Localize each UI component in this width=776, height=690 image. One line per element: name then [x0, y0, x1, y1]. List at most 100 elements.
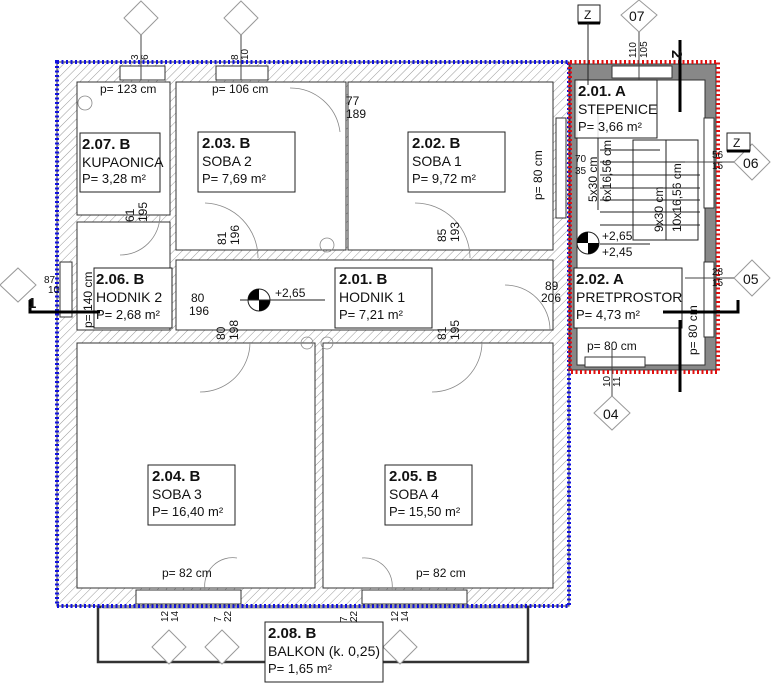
- door-swings: [77, 87, 551, 591]
- door-height-label: 195: [136, 202, 150, 222]
- door-height-label: 195: [448, 320, 462, 340]
- sill-dimension-label: 10: [48, 285, 60, 296]
- windows: [59, 65, 715, 605]
- door-width-label: 81: [215, 231, 229, 245]
- level-marker-icon: [576, 231, 650, 255]
- room-area: P= 4,73 m²: [576, 307, 641, 322]
- room-area: P= 2,68 m²: [96, 307, 161, 322]
- room-area: P= 3,66 m²: [578, 119, 643, 134]
- room-name: SOBA 3: [152, 486, 202, 502]
- door-height-label: 196: [228, 225, 242, 245]
- sill-dimension-label: 8: [230, 54, 241, 60]
- window-width-label: p= 80 cm: [686, 305, 700, 355]
- sill-dimension-label: 14: [400, 610, 411, 622]
- sill-dimension-label: 6: [140, 54, 151, 60]
- window-width-label: p= 82 cm: [162, 566, 212, 580]
- stair-label: 10x16,56 cm: [670, 163, 684, 232]
- tag-07: 07: [629, 8, 645, 24]
- sill-dimension-label: 12: [390, 610, 401, 622]
- section-lines: [28, 40, 740, 392]
- sill-dimension-label: 7: [213, 616, 224, 622]
- room-label-2-01-a: 2.01. A STEPENICE P= 3,66 m²: [574, 79, 658, 139]
- room-id: 2.06. B: [96, 271, 145, 288]
- stair-label: 5x30 cm: [586, 157, 600, 202]
- stair-label: 6x16,56 cm: [600, 140, 614, 202]
- sill-dimension-label: 7: [339, 616, 350, 622]
- door-width-label: 81: [435, 326, 449, 340]
- room-id: 2.02. A: [576, 271, 624, 288]
- zone-a-outline: [568, 60, 720, 374]
- sill-dimension-label: 15: [712, 278, 724, 289]
- window-width-label: p= 82 cm: [416, 566, 466, 580]
- door-width-label: 80: [214, 326, 228, 340]
- room-id: 2.03. B: [202, 135, 251, 152]
- door-width-label: 89: [545, 279, 559, 293]
- room-name: SOBA 4: [389, 486, 439, 502]
- room-area: P= 3,28 m²: [82, 171, 147, 186]
- room-id: 2.02. B: [412, 135, 461, 152]
- room-area: P= 1,65 m²: [268, 661, 333, 676]
- window-width-label: p= 106 cm: [212, 82, 268, 96]
- room-name: HODNIK 2: [96, 289, 162, 305]
- sill-dimension-label: 14: [170, 610, 181, 622]
- room-name: SOBA 2: [202, 153, 252, 169]
- sill-dimension-label: 22: [349, 610, 360, 622]
- sill-dimension-label: 10: [240, 48, 251, 60]
- section-1-label: 1: [28, 295, 36, 312]
- door-height-label: 193: [448, 222, 462, 242]
- door-height-label: 206: [541, 291, 561, 305]
- tag-05: 05: [743, 271, 759, 287]
- tag-04: 04: [603, 406, 619, 422]
- room-label-2-02-a: 2.02. A PRETPROSTOR P= 4,73 m²: [573, 267, 683, 329]
- sill-dimension-label: 56: [712, 150, 724, 161]
- room-label-2-05-b: 2.05. B SOBA 4 P= 15,50 m²: [384, 464, 473, 526]
- tag-06: 06: [743, 155, 759, 171]
- room-area: P= 16,40 m²: [152, 504, 224, 519]
- room-id: 2.07. B: [82, 136, 131, 153]
- room-id: 2.01. A: [578, 83, 626, 100]
- room-name: BALKON (k. 0,25): [268, 643, 380, 659]
- level-label: +2,65: [275, 286, 306, 300]
- room-name: PRETPROSTOR: [576, 289, 682, 305]
- stair-dimension-label: 70: [575, 154, 587, 165]
- z-label: Z: [584, 8, 591, 22]
- room-id: 2.01. B: [339, 271, 388, 288]
- sill-dimension-label: 15: [712, 161, 724, 172]
- room-label-2-04-b: 2.04. B SOBA 3 P= 16,40 m²: [147, 464, 236, 526]
- sill-dimension-label: 87: [44, 275, 56, 286]
- sill-dimension-label: 22: [223, 610, 234, 622]
- sill-dimension-label: 3: [130, 54, 141, 60]
- section-2-label: 2: [668, 50, 685, 58]
- room-label-2-08-b: 2.08. B BALKON (k. 0,25) P= 1,65 m²: [264, 621, 384, 683]
- room-id: 2.04. B: [152, 468, 201, 485]
- window-width-label: p= 123 cm: [100, 82, 156, 96]
- level-label: +2,65: [602, 229, 633, 243]
- door-height-label: 198: [227, 320, 241, 340]
- door-width-label: 61: [123, 208, 137, 222]
- door-width-label: 85: [435, 228, 449, 242]
- z-label: Z: [733, 136, 740, 150]
- sill-dimension-label: 11: [612, 376, 623, 387]
- sill-dimension-label: 12: [160, 610, 171, 622]
- room-name: KUPAONICA: [82, 154, 164, 170]
- stair-label: 9x30 cm: [652, 187, 666, 232]
- sill-dimension-label: 10: [602, 375, 613, 387]
- level-marker-icon: [240, 288, 325, 312]
- room-id: 2.05. B: [389, 468, 438, 485]
- room-label-2-03-b: 2.03. B SOBA 2 P= 7,69 m²: [197, 131, 296, 193]
- room-area: P= 7,69 m²: [202, 171, 267, 186]
- room-id: 2.08. B: [268, 625, 317, 642]
- room-name: SOBA 1: [412, 153, 462, 169]
- room-label-2-01-b: 2.01. B HODNIK 1 P= 7,21 m²: [334, 267, 433, 329]
- stair-dimension-label: 35: [575, 166, 587, 177]
- door-height-label: 189: [346, 107, 366, 121]
- window-width-label: p= 80 cm: [531, 150, 545, 200]
- sill-dimension-label: 110: [628, 42, 639, 58]
- room-area: P= 7,21 m²: [339, 307, 404, 322]
- door-width-label: 77: [346, 94, 360, 108]
- door-height-label: 196: [189, 304, 209, 318]
- window-width-label: p= 140 cm: [81, 272, 95, 328]
- sill-dimension-label: 105: [639, 41, 650, 58]
